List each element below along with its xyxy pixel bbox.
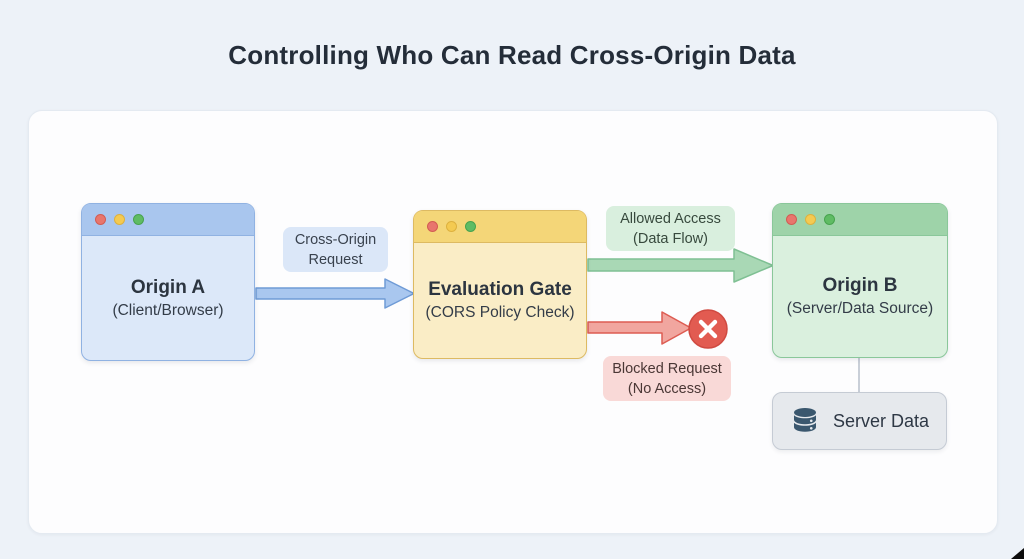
screen-corner-artifact [1011, 548, 1024, 559]
node-origin-a: Origin A (Client/Browser) [81, 203, 255, 361]
blocked-request-arrow [587, 311, 692, 345]
node-origin-b: Origin B (Server/Data Source) [772, 203, 948, 358]
allowed-access-label: Allowed Access (Data Flow) [606, 206, 735, 251]
traffic-light-red-icon [95, 214, 106, 225]
origin-a-titlebar [82, 204, 254, 236]
database-icon [793, 408, 816, 432]
traffic-light-green-icon [465, 221, 476, 232]
node-server-data: Server Data [772, 392, 947, 450]
traffic-light-yellow-icon [114, 214, 125, 225]
traffic-light-red-icon [786, 214, 797, 225]
traffic-light-yellow-icon [446, 221, 457, 232]
cross-origin-request-label: Cross-Origin Request [283, 227, 388, 272]
node-evaluation-gate: Evaluation Gate (CORS Policy Check) [413, 210, 587, 359]
evaluation-gate-subtitle: (CORS Policy Check) [425, 304, 575, 321]
blocked-request-label: Blocked Request (No Access) [603, 356, 731, 401]
page-title: Controlling Who Can Read Cross-Origin Da… [228, 40, 796, 70]
traffic-light-green-icon [824, 214, 835, 225]
cross-origin-request-arrow [255, 278, 415, 309]
x-circle-icon [688, 309, 728, 349]
origin-a-body: Origin A (Client/Browser) [82, 236, 254, 360]
allowed-access-arrow [587, 248, 774, 283]
traffic-light-yellow-icon [805, 214, 816, 225]
diagram-panel: Origin A (Client/Browser) Evaluation Gat… [28, 110, 998, 534]
evaluation-gate-body: Evaluation Gate (CORS Policy Check) [414, 243, 586, 358]
origin-b-titlebar [773, 204, 947, 236]
traffic-light-red-icon [427, 221, 438, 232]
origin-a-title: Origin A [130, 276, 206, 298]
evaluation-gate-title: Evaluation Gate [428, 279, 572, 300]
origin-b-title: Origin B [822, 275, 898, 296]
origin-b-body: Origin B (Server/Data Source) [773, 236, 947, 357]
origin-a-subtitle: (Client/Browser) [112, 301, 224, 319]
server-data-label: Server Data [832, 410, 930, 431]
evaluation-gate-titlebar [414, 211, 586, 243]
origin-b-subtitle: (Server/Data Source) [786, 300, 934, 317]
traffic-light-green-icon [133, 214, 144, 225]
